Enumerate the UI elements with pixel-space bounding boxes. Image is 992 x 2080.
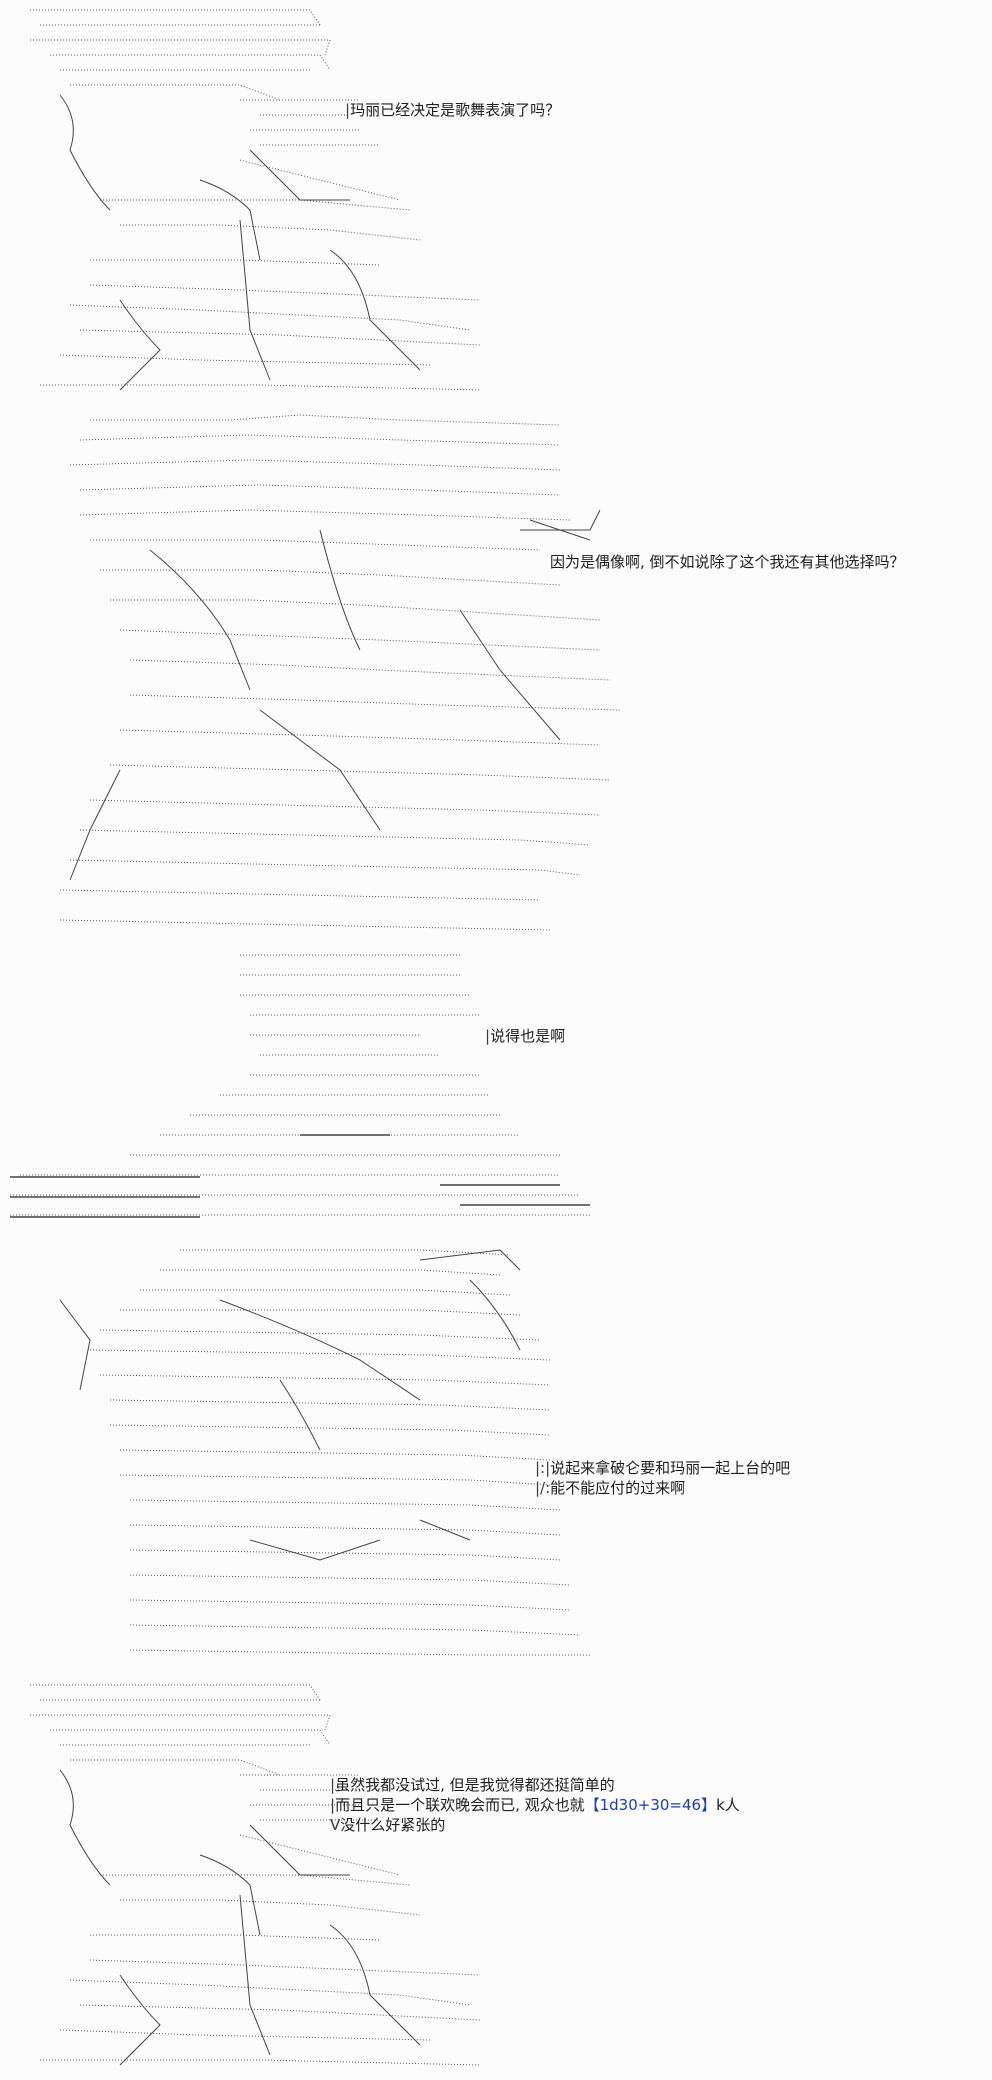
speech-line: |玛丽已经决定是歌舞表演了吗？: [345, 101, 561, 119]
speech-line: |而且只是一个联欢晚会而已, 观众也就【1d30+30=46】k人: [330, 1796, 740, 1814]
speech-line: V没什么好紧张的: [330, 1816, 446, 1834]
speech-line: |:|说起来拿破仑要和玛丽一起上台的吧: [535, 1459, 791, 1477]
dice-roll: 【1d30+30=46】: [584, 1796, 717, 1814]
ascii-art-character-1: [30, 9, 481, 391]
speech-block: |:|说起来拿破仑要和玛丽一起上台的吧 |/:能不能应付的过来啊: [535, 1458, 790, 1498]
panel-4: |:|说起来拿破仑要和玛丽一起上台的吧 |/:能不能应付的过来啊: [0, 1240, 992, 1665]
ascii-art-character-2: [59, 414, 621, 931]
speech-line: |/:能不能应付的过来啊: [535, 1479, 686, 1497]
speech-line: 因为是偶像啊, 倒不如说除了这个我还有其他选择吗？: [550, 553, 905, 571]
panel-5: |虽然我都没试过, 但是我觉得都还挺简单的 |而且只是一个联欢晚会而已, 观众也…: [0, 1675, 992, 2080]
speech-block: |虽然我都没试过, 但是我觉得都还挺简单的 |而且只是一个联欢晚会而已, 观众也…: [330, 1775, 740, 1835]
panel-3: |说得也是啊: [0, 945, 992, 1230]
ascii-art-scene-3: [10, 954, 590, 1218]
ascii-art-character-5: [30, 1684, 481, 2066]
panel-2: 因为是偶像啊, 倒不如说除了这个我还有其他选择吗？: [0, 410, 992, 940]
speech-line: |说得也是啊: [485, 1027, 566, 1045]
ascii-art-character-4: [59, 1249, 590, 1656]
panel-1: |玛丽已经决定是歌舞表演了吗？: [0, 0, 992, 400]
speech-line: |虽然我都没试过, 但是我觉得都还挺简单的: [330, 1776, 615, 1794]
